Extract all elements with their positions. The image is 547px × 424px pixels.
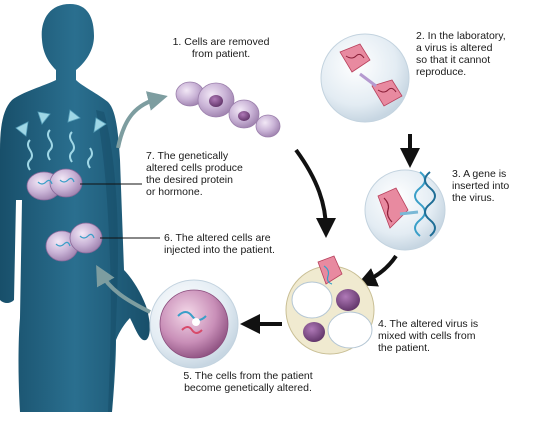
gene-strand (414, 171, 426, 237)
removed-cell (255, 114, 281, 138)
virus-with-gene (377, 187, 409, 229)
body-cell (49, 168, 83, 198)
arrow-step3-to-step4 (356, 254, 398, 287)
body-cell-dna (79, 233, 95, 239)
protein-triangle (15, 121, 29, 137)
emission-squiggle (87, 147, 93, 169)
alteration-arrow (359, 72, 377, 88)
body-cell-dna (37, 179, 53, 185)
step4-mixed-sphere (285, 255, 375, 355)
step7-label: 7. The genetically altered cells produce… (146, 150, 243, 198)
altered-cell-spark (192, 318, 200, 326)
removed-cell-nucleus (238, 111, 250, 121)
step6-label: 6. The altered cells are injected into t… (164, 232, 275, 256)
arrow-step5-to-body (96, 265, 151, 314)
body-cell-dna (59, 177, 75, 183)
virus-altered (371, 79, 403, 107)
emission-squiggle (27, 139, 33, 171)
human-body-shadow (96, 110, 118, 412)
arrow-step1-to-step4 (294, 148, 336, 238)
protein-triangle (67, 109, 81, 123)
step1-removed-cells (175, 81, 281, 138)
body-cells-lower (45, 222, 103, 262)
gene-strand (424, 171, 436, 237)
mixing-cell-nucleus (336, 289, 360, 311)
step1-label: 1. Cells are removed from patient. (172, 36, 270, 60)
mixing-virus-dna (323, 265, 333, 285)
step5-altered-cell (149, 279, 239, 369)
human-body-shape (0, 4, 150, 412)
leader-lines (80, 183, 160, 239)
mixing-cell-nucleus (303, 322, 325, 342)
step5-label: 5. The cells from the patient become gen… (183, 370, 313, 394)
removed-cell-nucleus (209, 95, 223, 107)
arrow-body-to-step1 (116, 91, 168, 149)
virus-original (339, 43, 371, 73)
insertion-arrow (399, 210, 419, 216)
altered-cell-dna (181, 326, 203, 334)
emission-squiggle (69, 131, 75, 163)
protein-triangle (37, 111, 51, 125)
mixing-cell (291, 281, 333, 319)
virus-original-dna (345, 53, 365, 59)
body-cells-upper (26, 168, 83, 201)
protein-triangle (93, 117, 107, 133)
mixing-cell (327, 311, 373, 349)
virus-gene-dna (383, 197, 393, 223)
human-silhouette (0, 4, 150, 412)
emission-squiggle (47, 129, 53, 161)
step2-label: 2. In the laboratory, a virus is altered… (416, 30, 506, 78)
step3-gene-sphere (364, 169, 446, 251)
mixing-virus (317, 255, 343, 285)
step4-label: 4. The altered virus is mixed with cells… (378, 318, 479, 354)
virus-altered-dna (377, 87, 397, 93)
step3-label: 3. A gene is inserted into the virus. (452, 168, 510, 204)
protein-emissions (27, 129, 93, 171)
step2-virus-sphere (320, 33, 410, 123)
altered-cell-dna (177, 311, 207, 321)
protein-triangles (15, 109, 107, 137)
body-cell-dna (55, 241, 71, 247)
